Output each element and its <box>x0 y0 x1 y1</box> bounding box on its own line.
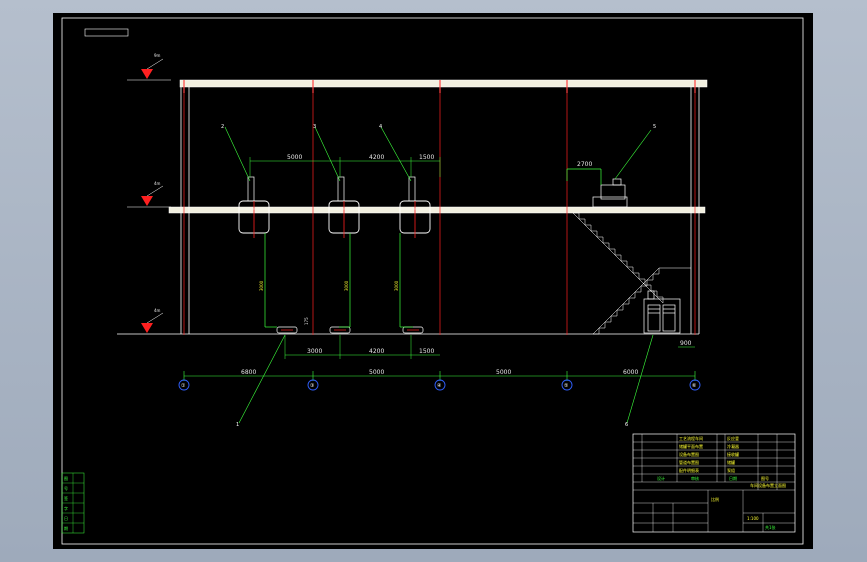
svg-text:设计: 设计 <box>657 475 665 481</box>
svg-text:④: ④ <box>437 383 442 389</box>
svg-text:6: 6 <box>625 422 628 428</box>
svg-text:储罐平面布置: 储罐平面布置 <box>679 443 703 449</box>
reactor-1[interactable] <box>238 176 270 238</box>
reactor-3[interactable] <box>399 176 431 238</box>
svg-text:3000: 3000 <box>344 280 349 291</box>
svg-text:工艺流程车间: 工艺流程车间 <box>679 435 703 441</box>
svg-text:日: 日 <box>64 516 68 521</box>
callout-leaders <box>224 126 654 424</box>
svg-text:5000: 5000 <box>496 369 511 376</box>
svg-text:图: 图 <box>64 475 68 481</box>
svg-text:签: 签 <box>64 495 68 501</box>
svg-text:1500: 1500 <box>419 348 434 355</box>
svg-text:4200: 4200 <box>369 348 384 355</box>
staircase <box>572 212 691 335</box>
svg-text:反应釜: 反应釜 <box>727 435 739 441</box>
elevation-marker-roof: 9m <box>127 53 171 81</box>
svg-text:5000: 5000 <box>287 154 302 161</box>
svg-text:字: 字 <box>64 505 68 511</box>
svg-text:1500: 1500 <box>419 154 434 161</box>
svg-text:5: 5 <box>653 124 656 130</box>
floor-slab <box>168 206 706 214</box>
svg-text:①: ① <box>181 383 186 389</box>
svg-text:4200: 4200 <box>369 154 384 161</box>
ground-equipment[interactable] <box>276 326 424 334</box>
axis-lines <box>183 81 696 335</box>
title-block[interactable]: 工艺流程车间 储罐平面布置 设备布置图 管道布置图 配件明细表 反应釜 冷凝器 … <box>632 433 796 533</box>
roof-slab <box>179 79 708 88</box>
svg-text:号: 号 <box>64 485 68 491</box>
svg-text:6800: 6800 <box>241 369 256 376</box>
svg-text:储罐: 储罐 <box>727 459 735 465</box>
left-revision-strip: 图 号 签 字 日 期 <box>61 472 85 534</box>
elevation-marker-floor: 4m <box>127 181 171 208</box>
svg-text:泵组: 泵组 <box>727 467 735 473</box>
svg-text:配件明细表: 配件明细表 <box>679 467 699 473</box>
reactor-2[interactable] <box>328 176 360 238</box>
svg-text:5000: 5000 <box>369 369 384 376</box>
svg-text:冷凝器: 冷凝器 <box>727 443 739 449</box>
svg-text:1:100: 1:100 <box>747 516 759 521</box>
svg-text:3000: 3000 <box>307 348 322 355</box>
svg-text:175: 175 <box>304 317 309 325</box>
vertical-dims: 3000 3000 3000 175 <box>259 280 399 325</box>
svg-text:设备布置图: 设备布置图 <box>679 451 699 457</box>
svg-text:期: 期 <box>64 525 68 531</box>
svg-text:3: 3 <box>313 124 316 130</box>
svg-text:日期: 日期 <box>729 475 737 481</box>
corner-label-box <box>84 28 129 37</box>
axis-bubbles: ① ③ ④ ⑤ ⑥ <box>178 379 701 391</box>
svg-text:2: 2 <box>221 124 224 130</box>
elevation-label: 9m <box>154 53 161 58</box>
elevation-drawing: 9m 4m 4m <box>61 17 804 545</box>
elevation-marker-ground: 4m <box>141 308 164 333</box>
svg-text:⑤: ⑤ <box>564 383 568 389</box>
svg-text:接收罐: 接收罐 <box>727 451 739 457</box>
svg-text:审核: 审核 <box>691 475 699 481</box>
svg-text:比例: 比例 <box>711 496 719 502</box>
svg-text:共1张: 共1张 <box>765 524 776 530</box>
elevation-label: 4m <box>154 308 161 313</box>
svg-text:图号: 图号 <box>761 475 769 481</box>
equipment-5[interactable] <box>566 168 628 208</box>
svg-text:管道布置图: 管道布置图 <box>679 459 699 465</box>
outer-frame <box>61 17 804 545</box>
svg-text:1: 1 <box>236 422 239 428</box>
callouts: 2 3 4 5 1 6 <box>221 124 656 428</box>
svg-text:③: ③ <box>310 383 314 389</box>
svg-text:3000: 3000 <box>259 280 264 291</box>
svg-text:6000: 6000 <box>623 369 638 376</box>
svg-text:4: 4 <box>379 124 382 130</box>
equipment-6[interactable] <box>643 290 681 334</box>
svg-text:3000: 3000 <box>394 280 399 291</box>
top-dims: 5000 4200 1500 <box>249 154 441 177</box>
svg-text:⑥: ⑥ <box>692 383 697 389</box>
dim-2700: 2700 <box>577 161 592 168</box>
elevation-label: 4m <box>154 181 161 186</box>
bottom-dims: 3000 4200 1500 900 <box>284 335 695 359</box>
pipes <box>264 233 413 328</box>
axis-dims: 6800 5000 5000 6000 <box>183 369 696 381</box>
drawing-title: 车间设备布置立面图 <box>750 482 786 488</box>
drawing-canvas[interactable]: 9m 4m 4m <box>53 13 813 549</box>
svg-text:900: 900 <box>680 340 692 347</box>
